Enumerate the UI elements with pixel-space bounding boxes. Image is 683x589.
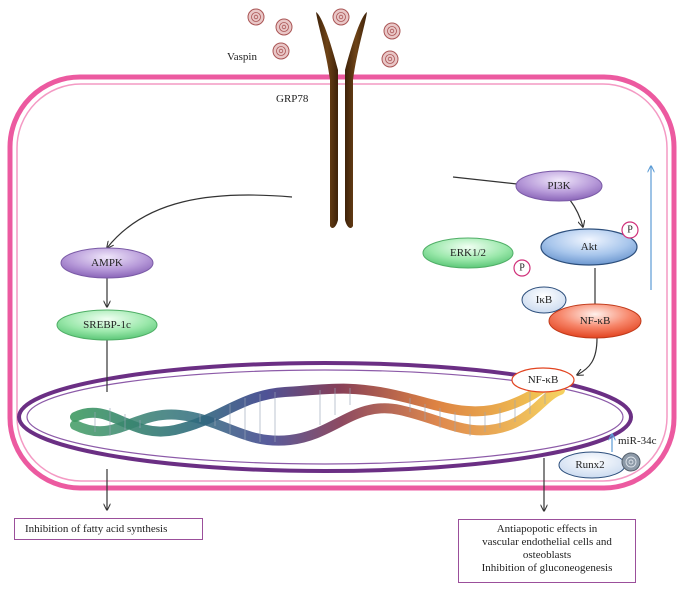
vaspin-molecule — [275, 18, 293, 36]
mirna-label: miR-34c — [618, 435, 657, 447]
vaspin-molecule — [247, 8, 265, 26]
vaspin-molecule — [383, 22, 401, 40]
ikb-node: IκB — [521, 286, 567, 314]
outcome-line: osteoblasts — [522, 549, 572, 561]
cell-membrane-inner — [16, 83, 668, 482]
vaspin-molecules — [247, 8, 401, 68]
erk-node: ERK1/2 — [422, 237, 514, 269]
arrow-receptor-to-ampk — [107, 194, 293, 248]
ampk-node: AMPK — [60, 247, 154, 279]
nucleus-inner-membrane — [26, 369, 624, 465]
dna-helix — [70, 375, 565, 446]
nfkb-node: NF-κB — [548, 303, 642, 339]
cell-membrane — [7, 74, 677, 491]
phospho-akt-label: P — [627, 225, 633, 236]
arrow-pi3k-to-akt — [569, 199, 583, 227]
arrow-nfkb-to-nuclear-nfkb — [577, 337, 598, 375]
nfkb-label: NF-κB — [580, 315, 611, 327]
vaspin-molecule — [332, 8, 350, 26]
nfkb-nuclear-node: NF-κB — [511, 367, 575, 393]
nucleus — [17, 361, 633, 473]
fatty-acid-outcome-box: Inhibition of fatty acid synthesis — [14, 518, 203, 540]
ampk-label: AMPK — [91, 257, 123, 269]
ikb-label: IκB — [536, 294, 553, 306]
grp78-label: GRP78 — [276, 93, 309, 105]
akt-label: Akt — [581, 241, 598, 253]
erk-label: ERK1/2 — [450, 247, 486, 259]
vaspin-molecule — [381, 50, 399, 68]
antiapoptotic-outcome-box: Antiapopotic effects in vascular endothe… — [458, 519, 636, 583]
nfkb-nuclear-label: NF-κB — [528, 374, 559, 386]
srebp-1c-label: SREBP-1c — [83, 319, 131, 331]
runx2-label: Runx2 — [575, 459, 604, 471]
outcome-line: vascular endothelial cells and — [482, 536, 612, 548]
akt-node: Akt — [540, 228, 638, 266]
outcome-line: Antiapopotic effects in — [496, 523, 598, 535]
vaspin-label: Vaspin — [227, 51, 257, 63]
phospho-akt-badge: P — [621, 221, 639, 239]
outcome-line: Inhibition of gluconeogenesis — [481, 562, 613, 574]
line-receptor-to-pi3k — [452, 176, 518, 185]
grp78-receptor — [316, 12, 367, 228]
vaspin-molecule — [272, 42, 290, 60]
fatty-acid-outcome-text: Inhibition of fatty acid synthesis — [25, 523, 168, 535]
srebp-1c-node: SREBP-1c — [56, 309, 158, 341]
phospho-erk-badge: P — [513, 259, 531, 277]
pi3k-label: PI3K — [547, 180, 570, 192]
phospho-erk-label: P — [519, 263, 525, 274]
runx2-node: Runx2 — [558, 451, 626, 479]
mirna-icon — [621, 452, 641, 472]
pathway-arrows — [107, 176, 598, 511]
pi3k-node: PI3K — [515, 170, 603, 202]
